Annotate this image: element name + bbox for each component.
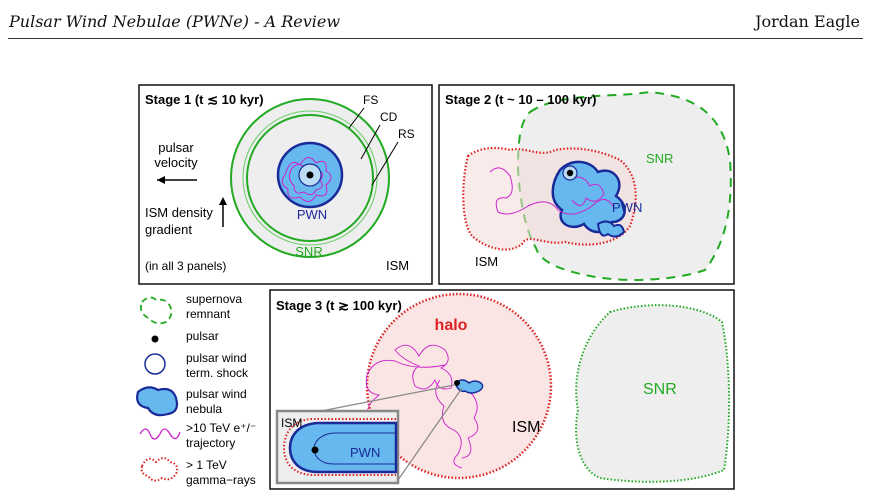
legend-trajectory-label-1: >10 TeV e⁺/⁻ [186,421,256,435]
panel-3-title: Stage 3 (t ≳ 100 kyr) [276,298,402,313]
legend-trajectory-icon [139,428,181,440]
legend-trajectory-label-2: trajectory [186,436,235,450]
legend-pwn-icon [136,386,179,417]
legend-shock-icon [144,353,166,375]
panel-stage-1: Stage 1 (t ≲ 10 kyr) PWN SNR ISM FS CD R… [138,84,433,285]
legend-snr-label-2: remnant [186,307,231,321]
legend-snr-label-1: supernova [186,292,242,306]
legend-shock-label-2: term. shock [186,366,249,380]
cd-label: CD [380,110,398,124]
inset-connector-top [315,384,455,413]
panel-1-title: Stage 1 (t ≲ 10 kyr) [145,92,264,107]
inset-pwn-label: PWN [350,445,380,460]
running-header-author: Jordan Eagle [755,12,860,31]
header-rule [8,38,863,39]
legend-pulsar-icon [151,335,159,343]
running-header-title: Pulsar Wind Nebulae (PWNe) - A Review [9,12,341,31]
legend: supernova remnant pulsar pulsar wind ter… [136,292,256,487]
panel-3-ism-label: ISM [512,419,540,436]
panel-1-pulsar [306,171,314,179]
panel-3-snr [575,304,731,483]
legend-pwn-label-1: pulsar wind [186,387,247,401]
contact-discontinuity-circle [242,110,378,246]
panel-stage-2: Stage 2 (t ~ 10 – 100 kyr) SNR PWN ISM [438,84,735,285]
legend-pwn-label-2: nebula [186,402,222,416]
panel-2-snr-label: SNR [646,151,673,166]
density-label-1: ISM density [145,205,213,220]
velocity-label-1: pulsar [158,140,194,155]
inset-gamma-edge [282,418,396,476]
panel-2-pwn-fragment [596,220,626,238]
legend-gamma-label-1: > 1 TeV [186,458,227,472]
panel-1-pwn-label: PWN [297,207,327,222]
rs-arrow [371,141,399,186]
density-arrowhead [219,197,227,205]
legend-pulsar-label: pulsar [186,329,219,343]
inset-connector-bottom [397,387,463,481]
panel-2-ism-label: ISM [475,254,498,269]
cd-arrow [360,124,381,160]
legend-snr-icon [139,296,173,325]
legend-gamma-label-2: gamma−rays [186,473,256,487]
inset-pulsar [311,446,319,454]
panel-2-trajectory [489,167,615,215]
density-label-2: gradient [145,222,192,237]
panel-2-pulsar [566,169,574,177]
panel-1-trajectory [281,157,332,202]
reverse-shock-circle [246,114,374,242]
panels-note: (in all 3 panels) [145,259,226,273]
rs-label: RS [398,127,415,141]
legend-gamma-icon [140,457,179,482]
panel-1-ism-label: ISM [386,258,409,273]
panel-3-snr-label: SNR [643,381,677,398]
inset-pwn [288,421,398,474]
legend-shock-label-1: pulsar wind [186,351,247,365]
fs-arrow [348,107,365,129]
halo-label: halo [435,317,468,334]
panel-2-pwn-label: PWN [612,200,642,215]
panel-1-snr-label: SNR [295,244,322,259]
panel-2-title: Stage 2 (t ~ 10 – 100 kyr) [445,92,596,107]
velocity-label-2: velocity [154,155,198,170]
panel-stage-3: ISM PWN Stage 3 (t ≳ 100 kyr) halo ISM S… [269,289,735,490]
panel-2-trajectory-inner [569,176,605,206]
panel-3-trajectory [365,344,479,469]
velocity-arrowhead [157,176,165,184]
panel-3-pulsar [454,380,460,386]
fs-label: FS [363,93,378,107]
inset-ism-label: ISM [281,416,302,430]
panel-3-pwn [454,379,484,394]
